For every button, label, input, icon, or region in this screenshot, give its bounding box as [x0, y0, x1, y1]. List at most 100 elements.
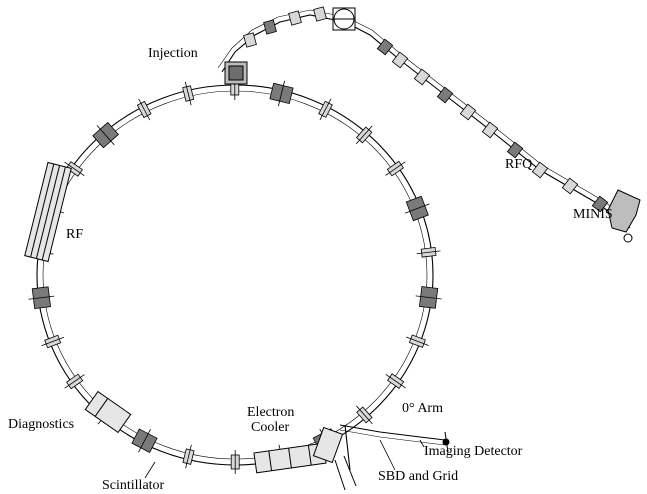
ring-dipole-magnet — [92, 121, 119, 149]
imaging-detector-unit — [442, 431, 450, 453]
magnet-tick — [138, 428, 151, 453]
label-zero-degree-arm: 0° Arm — [402, 401, 443, 416]
label-diagnostics: Diagnostics — [8, 417, 74, 432]
ring-quadrupole-magnet — [64, 373, 85, 390]
ring-quadrupole-magnet — [136, 98, 152, 121]
ring-quadrupole-magnet — [355, 125, 373, 145]
magnet-body — [243, 32, 257, 48]
magnet-tick — [406, 336, 429, 346]
transfer-line-magnet — [263, 19, 277, 35]
label-rf: RF — [66, 227, 83, 242]
magnet-body — [481, 121, 499, 139]
injection-transfer-line — [217, 9, 633, 229]
magnet-tick — [319, 98, 332, 121]
ring-quadrupole-magnet — [406, 334, 429, 348]
transfer-line-magnet — [481, 121, 499, 139]
ring-dipole-magnet — [415, 286, 442, 309]
electron-cooler — [253, 426, 357, 491]
electron-cooler-seg-1 — [268, 450, 273, 471]
ring-quadrupole-magnet — [182, 81, 195, 106]
ring-quadrupole-magnet — [385, 160, 406, 177]
transfer-line-magnet — [506, 141, 524, 159]
magnet-tick — [64, 161, 85, 177]
rf-cavity-line-2 — [35, 165, 61, 259]
minis-source — [607, 189, 641, 243]
label-electron-cooler-line2: Cooler — [251, 420, 289, 435]
minis-body — [607, 189, 641, 233]
magnet-body — [561, 177, 579, 195]
ring-dipole-magnet — [405, 195, 430, 222]
injection-septum-core — [228, 65, 244, 81]
magnet-body — [391, 51, 409, 69]
ring-quadrupole-magnet — [64, 161, 85, 177]
leader-imaging-detector — [419, 439, 425, 448]
electron-cooler-collector — [312, 426, 344, 464]
magnet-tick — [185, 444, 192, 469]
ring-magnet-elements — [28, 76, 442, 474]
rf-cavity-line-3 — [41, 166, 66, 261]
ring-quadrupole-magnet — [182, 444, 195, 469]
transfer-line-magnet — [561, 177, 579, 195]
magnet-body — [531, 161, 549, 179]
label-imaging-detector: Imaging Detector — [424, 444, 523, 459]
ring-quadrupole-magnet — [41, 334, 65, 349]
ring-dipole-magnet — [269, 80, 294, 107]
magnet-tick — [405, 203, 430, 214]
zero-degree-arm-path — [339, 424, 446, 441]
transfer-line-magnet — [591, 195, 609, 213]
magnet-body — [506, 141, 524, 159]
leader-sbd — [379, 439, 396, 471]
transfer-line-magnet — [243, 32, 257, 48]
ring-quadrupole-magnet — [230, 450, 240, 474]
magnet-tick — [415, 295, 442, 300]
magnet-tick — [416, 250, 441, 255]
electron-cooler-seg-2 — [288, 448, 292, 468]
magnet-tick — [355, 125, 373, 145]
magnet-tick — [385, 373, 406, 389]
label-minis: MINIS — [573, 207, 613, 222]
transfer-line-magnet — [391, 51, 409, 69]
magnet-tick — [138, 98, 151, 121]
magnet-tick — [28, 295, 55, 300]
transfer-line-magnet — [413, 68, 431, 86]
magnet-tick — [64, 374, 85, 389]
transfer-line-path — [221, 14, 631, 229]
leader-lines — [144, 439, 425, 479]
labels: Injection RF RFQ MINIS Diagnostics Elect… — [8, 46, 613, 493]
label-sbd-and-grid: SBD and Grid — [378, 469, 458, 484]
diagnostics-seg — [94, 398, 109, 417]
injection-septum — [224, 61, 248, 85]
magnet-tick — [96, 125, 115, 146]
transfer-line-bender — [332, 7, 356, 31]
minis-port — [623, 233, 633, 243]
magnet-body — [459, 103, 477, 121]
label-scintillator: Scintillator — [102, 478, 165, 493]
magnet-body — [436, 86, 454, 104]
magnet-body — [413, 68, 431, 86]
zero-degree-arm-line — [339, 424, 446, 471]
electron-cooler-gun-arm-1 — [334, 459, 346, 491]
leader-scintillator — [144, 461, 156, 479]
zero-degree-arm-path-lower — [339, 429, 446, 446]
transfer-line-magnet — [459, 103, 477, 121]
transfer-line-magnet — [436, 86, 454, 104]
electron-cooler-seg-3 — [307, 445, 312, 466]
magnet-body — [313, 6, 327, 22]
imaging-detector-dot — [442, 438, 450, 446]
magnet-tick — [41, 336, 65, 347]
magnet-tick — [385, 161, 406, 176]
diagnostics-chamber — [84, 390, 132, 434]
diagnostics-body — [84, 390, 132, 434]
label-rfq: RFQ — [505, 157, 532, 172]
transfer-line-magnet — [376, 38, 394, 56]
transfer-line-magnet — [313, 6, 327, 22]
ring-quadrupole-magnet — [416, 247, 441, 258]
magnet-body — [376, 38, 394, 56]
rf-cavity — [24, 161, 72, 263]
ring-quadrupole-magnet — [385, 373, 406, 389]
transfer-line-elements — [243, 6, 609, 213]
sbd-branch — [344, 424, 351, 471]
ring-quadrupole-magnet — [318, 98, 333, 121]
